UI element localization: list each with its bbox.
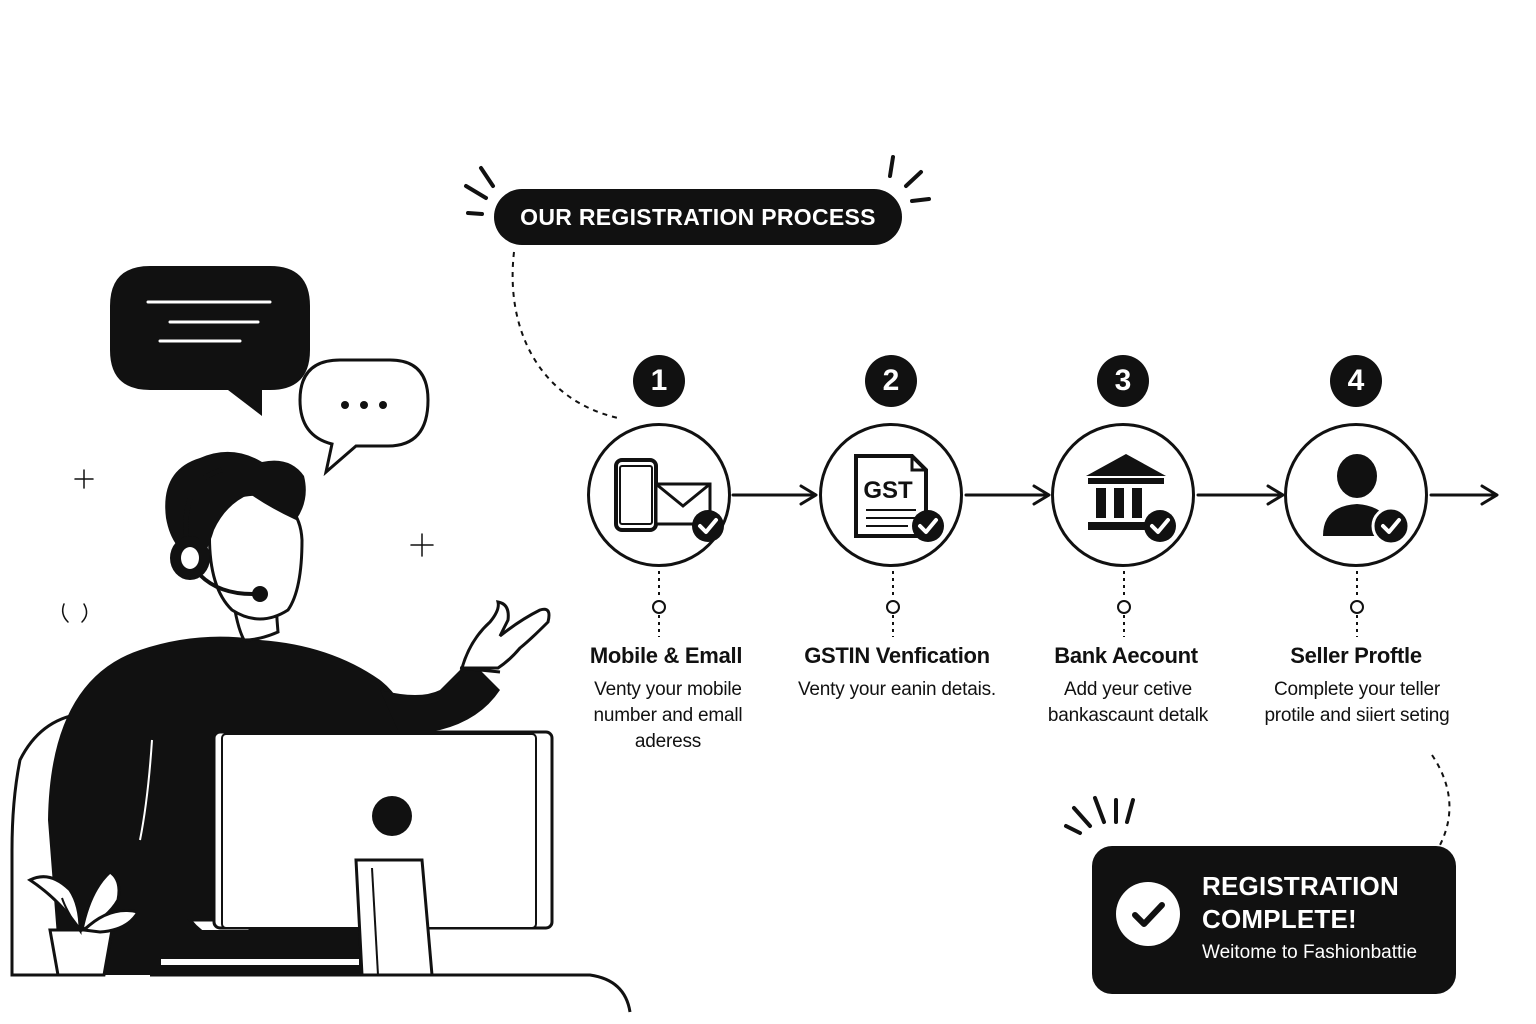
title-sparkles	[464, 155, 931, 216]
step-2-title: GSTIN Venfication	[804, 643, 990, 668]
speech-bubble-typing	[298, 358, 430, 477]
step-pointers	[652, 571, 1364, 637]
speech-bubble-large	[110, 266, 310, 416]
desk	[150, 973, 632, 1013]
step-2-number-badge: 2	[865, 355, 917, 407]
computer-monitor	[212, 730, 554, 977]
gst-icon-label: GST	[863, 477, 913, 504]
step-2-description: Venty your eanin detais.	[797, 679, 996, 700]
step-1-circle	[587, 423, 731, 567]
title-connector-line	[511, 251, 619, 419]
background-sparkles	[61, 469, 434, 623]
step-2-circle: GST	[819, 423, 963, 567]
keyboard	[159, 930, 361, 967]
process-title: OUR REGISTRATION PROCESS	[520, 203, 876, 230]
step-3-title: Bank Aecount	[1054, 643, 1198, 668]
step-4-number-badge: 4	[1330, 355, 1382, 407]
gst-document-check-icon: GST	[854, 454, 944, 542]
user-check-icon	[1323, 454, 1411, 546]
completion-title: REGISTRATION COMPLETE!	[1202, 871, 1399, 934]
step-4-circle	[1284, 423, 1428, 567]
process-title-banner: OUR REGISTRATION PROCESS	[494, 189, 902, 245]
step-4-description: Complete your teller protile and siiert …	[1264, 679, 1450, 726]
phone-mail-check-icon	[614, 458, 724, 542]
completion-connector-line	[1431, 754, 1451, 846]
bank-check-icon	[1086, 454, 1176, 542]
potted-plant	[27, 870, 141, 977]
registration-complete-banner: REGISTRATION COMPLETE! Weitome to Fashio…	[1092, 846, 1456, 994]
check-circle-icon	[1116, 882, 1180, 946]
step-1-title: Mobile & Emall	[589, 643, 743, 668]
flow-arrows	[731, 484, 1499, 506]
completion-sparkles	[1064, 796, 1135, 835]
step-3-number-badge: 3	[1097, 355, 1149, 407]
step-4-title: Seller Proftle	[1290, 643, 1422, 668]
completion-subtitle: Weitome to Fashionbattie	[1202, 942, 1418, 963]
step-1-number-badge: 1	[633, 355, 685, 407]
step-1-description: Venty your mobile number and emall adere…	[593, 679, 743, 752]
step-3-description: Add yeur cetive bankascaunt detalk	[1047, 679, 1209, 726]
step-3-circle	[1051, 423, 1195, 567]
